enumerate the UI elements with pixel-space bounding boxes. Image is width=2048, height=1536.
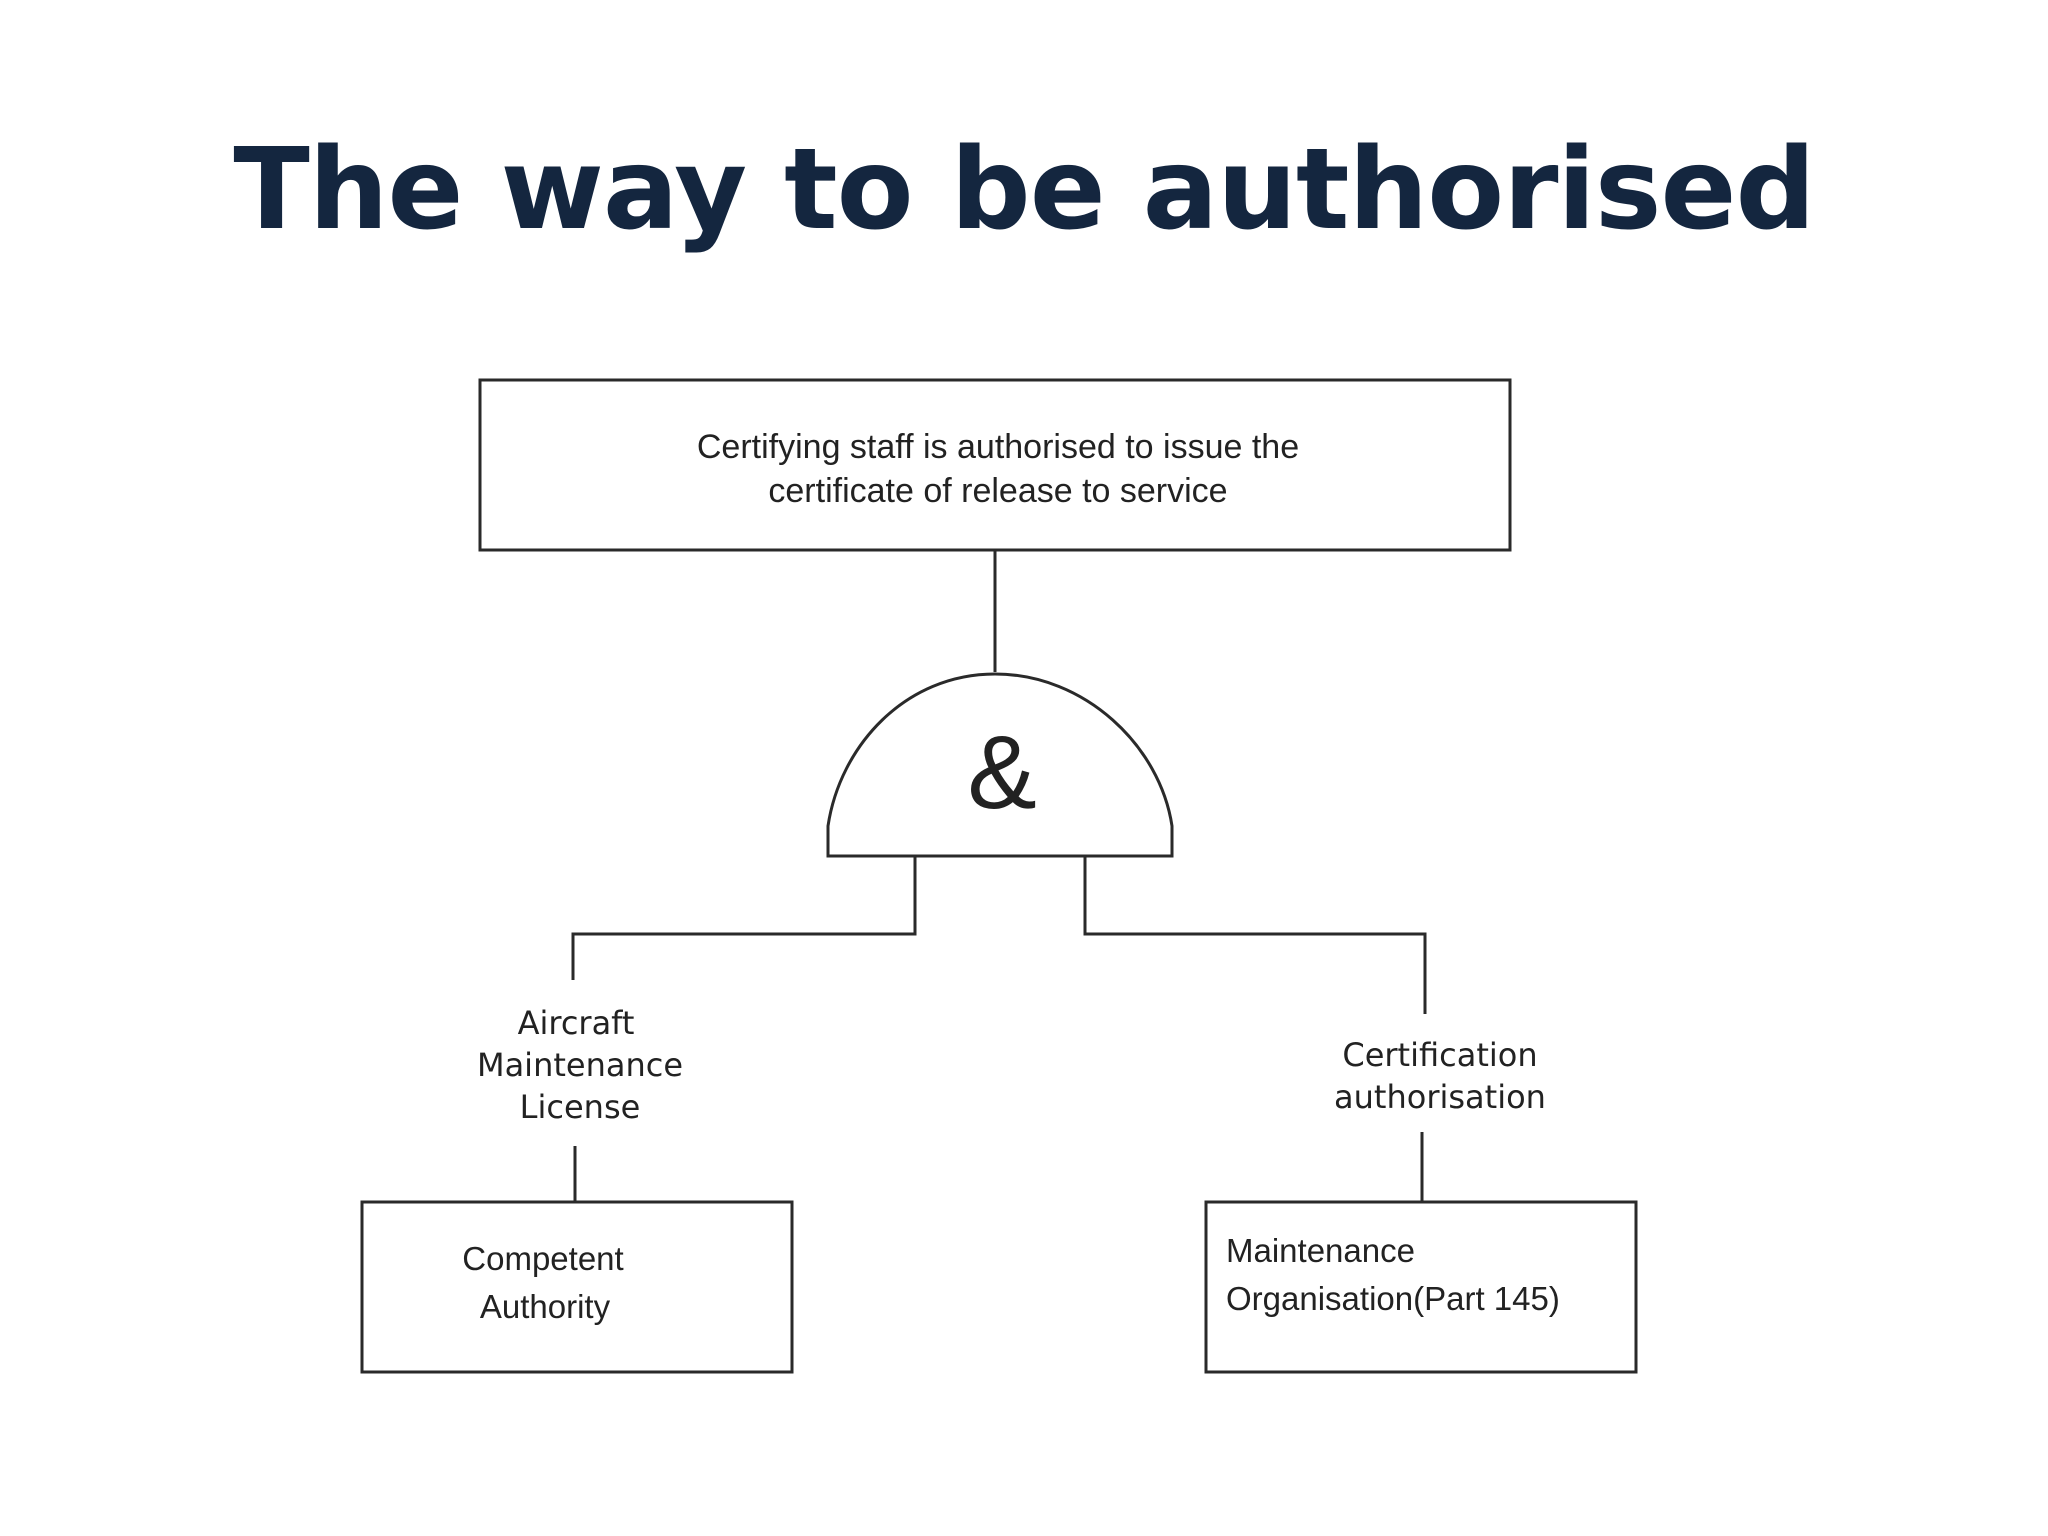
left-label-line3: License: [520, 1088, 641, 1126]
slide-title: The way to be authorised: [233, 125, 1815, 255]
left-box: [360, 1200, 794, 1374]
right-box: [1204, 1200, 1638, 1374]
and-gate: [826, 672, 1174, 858]
left-label-line1: Aircraft: [518, 1004, 635, 1042]
left-box-line1: Competent: [462, 1240, 623, 1277]
top-box-line2: certificate of release to service: [768, 472, 1227, 510]
right-label-line1: Certification: [1342, 1036, 1537, 1074]
connector-right: [1083, 856, 1427, 1014]
right-label-line2: authorisation: [1334, 1078, 1546, 1116]
and-symbol: &: [967, 715, 1036, 831]
connector-left: [571, 856, 917, 980]
left-label-line2: Maintenance: [477, 1046, 683, 1084]
right-box-line1: Maintenance: [1226, 1232, 1415, 1269]
left-box-line2: Authority: [480, 1288, 611, 1325]
top-box-line1: Certifying staff is authorised to issue …: [697, 428, 1299, 466]
right-box-line2: Organisation(Part 145): [1226, 1280, 1560, 1317]
